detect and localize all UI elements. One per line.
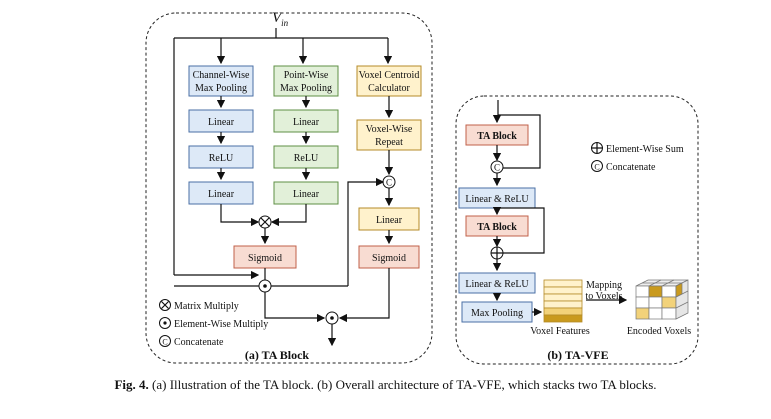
concatenate-legend-label-b: Concatenate — [606, 162, 656, 173]
vfe-ta-block-2-label: TA Block — [477, 222, 517, 233]
voxel-repeat-label-2: Repeat — [375, 137, 403, 148]
vfe-ta-block-1-label: TA Block — [477, 131, 517, 142]
input-label: Vin — [272, 10, 289, 28]
voxel-repeat-label-1: Voxel-Wise — [366, 124, 413, 135]
svg-text:C: C — [386, 178, 392, 188]
channel-linear-1-label: Linear — [208, 117, 235, 128]
encoded-voxels-cube — [635, 279, 689, 320]
point-pool-label-1: Point-Wise — [284, 70, 329, 81]
ta-sigmoid-2-label: Sigmoid — [372, 253, 406, 264]
svg-text:C: C — [594, 163, 599, 172]
voxel-features-stack — [543, 279, 583, 323]
element-wise-sum-legend-label: Element-Wise Sum — [606, 144, 684, 155]
concatenate-legend-label-a: Concatenate — [174, 337, 224, 348]
channel-relu-label: ReLU — [209, 153, 234, 164]
voxel-centroid-label-2: Calculator — [368, 83, 410, 94]
vfe-max-pooling-label: Max Pooling — [471, 308, 523, 319]
point-wise-max-pooling-box — [273, 65, 339, 97]
ta-block-frame — [145, 12, 433, 364]
channel-pool-label-1: Channel-Wise — [193, 70, 250, 81]
ta-sigmoid-1-label: Sigmoid — [248, 253, 282, 264]
channel-linear-2-label: Linear — [208, 189, 235, 200]
caption-label: Fig. 4. — [114, 377, 149, 392]
voxel-wise-repeat-box — [356, 119, 422, 151]
point-relu-label: ReLU — [294, 153, 319, 164]
point-pool-label-2: Max Pooling — [280, 83, 332, 94]
svg-text:C: C — [162, 338, 167, 347]
point-linear-2-label: Linear — [293, 189, 320, 200]
concatenate-legend-icon-a — [159, 335, 171, 347]
element-wise-multiply-legend-label: Element-Wise Multiply — [174, 319, 268, 330]
mapping-label-2: to Voxels — [585, 291, 622, 302]
ta-figure: Vin Channel-Wise Max Pooling Linear ReLU… — [145, 10, 699, 365]
channel-pool-label-2: Max Pooling — [195, 83, 247, 94]
mapping-label-1: Mapping — [586, 280, 622, 291]
point-linear-1-label: Linear — [293, 117, 320, 128]
voxel-linear-label: Linear — [376, 215, 403, 226]
matrix-multiply-legend-label: Matrix Multiply — [174, 301, 239, 312]
ta-vfe-title: (b) TA-VFE — [547, 348, 608, 362]
concatenate-legend-icon-b — [591, 160, 603, 172]
vfe-linear-relu-2-label: Linear & ReLU — [465, 279, 529, 290]
figure-caption: Fig. 4. (a) Illustration of the TA block… — [0, 377, 771, 393]
voxel-features-label: Voxel Features — [530, 326, 590, 337]
svg-text:C: C — [494, 163, 500, 173]
voxel-centroid-label-1: Voxel Centroid — [359, 70, 420, 81]
caption-text: (a) Illustration of the TA block. (b) Ov… — [148, 377, 657, 392]
encoded-voxels-label: Encoded Voxels — [627, 326, 691, 337]
ta-block-title: (a) TA Block — [245, 348, 310, 362]
vfe-linear-relu-1-label: Linear & ReLU — [465, 194, 529, 205]
ta-vfe-frame — [455, 95, 699, 365]
